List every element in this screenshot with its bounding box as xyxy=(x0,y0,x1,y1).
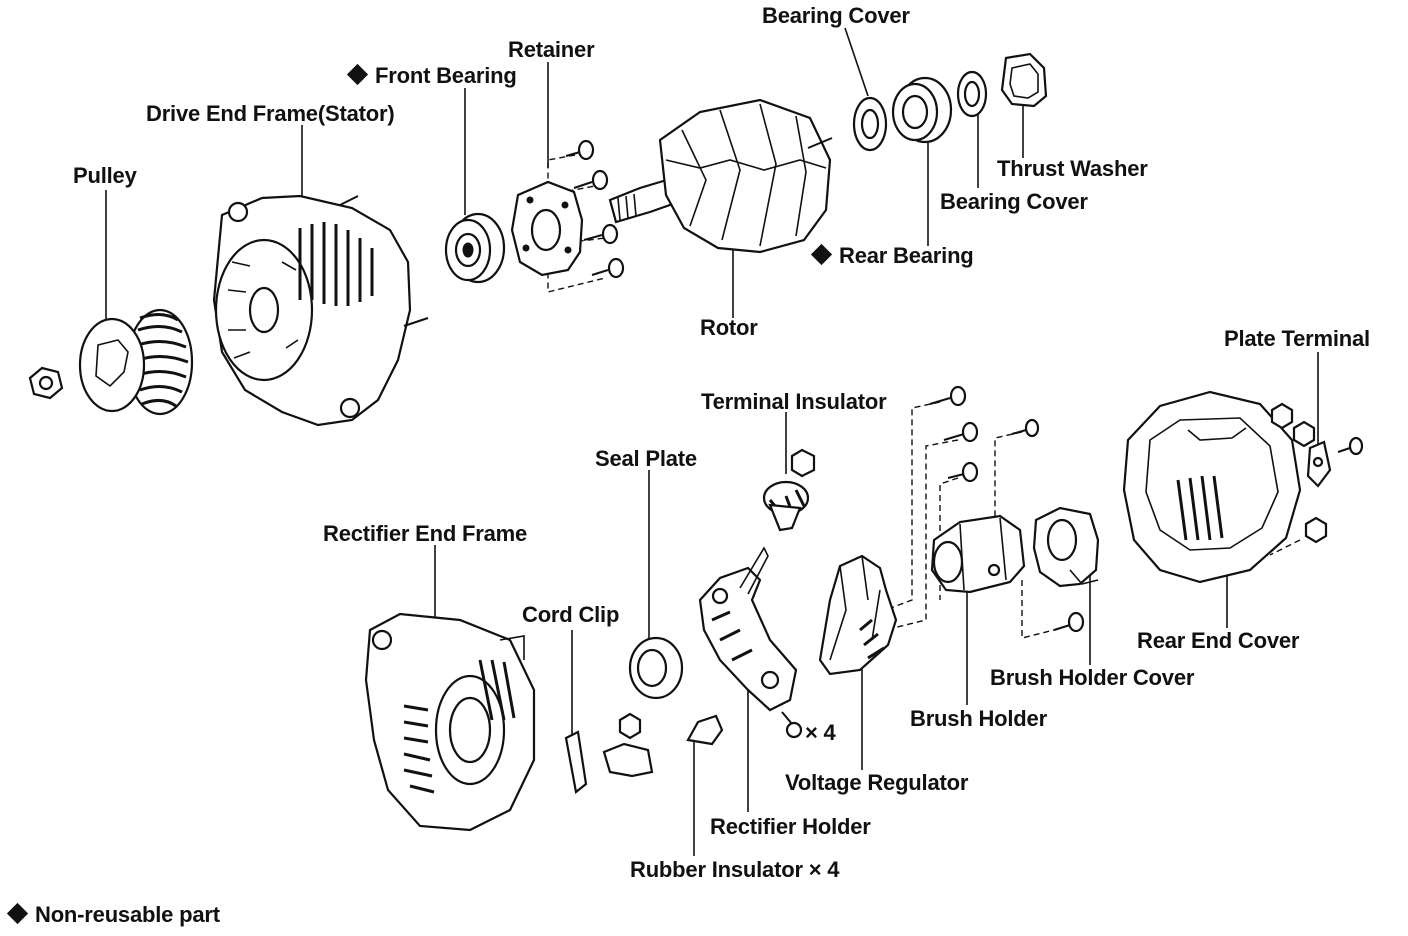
label-rotor: Rotor xyxy=(700,315,758,340)
label-rear-end-cover: Rear End Cover xyxy=(1137,628,1300,653)
clip-bracket-part xyxy=(602,712,654,778)
label-seal-plate: Seal Plate xyxy=(595,446,697,471)
front-bearing-part xyxy=(444,212,506,284)
label-rectifier-holder: Rectifier Holder xyxy=(710,814,871,839)
rectifier-holder-part xyxy=(698,546,798,712)
rear-end-cover-part xyxy=(1122,390,1302,584)
label-front-bearing-text: Front Bearing xyxy=(375,63,517,88)
non-reusable-diamond-icon xyxy=(346,63,369,86)
pulley-part xyxy=(78,308,194,416)
rectifier-end-frame-part xyxy=(364,612,536,832)
label-voltage-regulator: Voltage Regulator xyxy=(785,770,969,795)
label-bearing-cover-right: Bearing Cover xyxy=(940,189,1088,214)
plate-terminal-part xyxy=(1306,436,1364,488)
label-plate-terminal: Plate Terminal xyxy=(1224,326,1370,351)
label-brush-holder: Brush Holder xyxy=(910,706,1047,731)
bearing-cover-right-part xyxy=(956,70,988,118)
thrust-washer-part xyxy=(1000,52,1048,108)
rear-bearing-part xyxy=(891,76,953,144)
nut-part xyxy=(28,366,64,400)
label-thrust-washer: Thrust Washer xyxy=(997,156,1148,181)
retainer-screws xyxy=(565,139,625,279)
label-pulley: Pulley xyxy=(73,163,137,188)
label-rubber-insulator: Rubber Insulator × 4 xyxy=(630,857,840,882)
label-cord-clip: Cord Clip xyxy=(522,602,620,627)
non-reusable-diamond-icon xyxy=(6,902,29,925)
rotor-part xyxy=(608,98,833,254)
non-reusable-diamond-icon xyxy=(810,243,833,266)
label-bolt-qty: × 4 xyxy=(805,720,836,745)
regulator-screws xyxy=(929,385,1085,633)
seal-plate-part xyxy=(628,636,684,700)
label-rear-bearing: Rear Bearing xyxy=(810,243,974,269)
label-bearing-cover-top: Bearing Cover xyxy=(762,3,910,28)
bearing-cover-top-part xyxy=(852,96,888,152)
brush-holder-cover-part xyxy=(1032,506,1100,588)
rear-cover-nuts xyxy=(1270,402,1328,544)
label-retainer: Retainer xyxy=(508,37,595,62)
bolt-part xyxy=(781,711,803,739)
brush-holder-part xyxy=(930,514,1026,594)
legend-non-reusable-text: Non-reusable part xyxy=(35,902,220,927)
label-brush-holder-cover: Brush Holder Cover xyxy=(990,665,1195,690)
label-rectifier-end-frame: Rectifier End Frame xyxy=(323,521,528,546)
retainer-part xyxy=(510,180,584,277)
label-rear-bearing-text: Rear Bearing xyxy=(839,243,974,268)
voltage-regulator-part xyxy=(818,554,898,676)
label-drive-end-frame: Drive End Frame(Stator) xyxy=(146,101,395,126)
label-front-bearing: Front Bearing xyxy=(346,63,517,89)
rubber-insulator-part xyxy=(686,714,724,746)
drive-end-frame-part xyxy=(212,194,429,427)
label-terminal-insulator: Terminal Insulator xyxy=(701,389,887,414)
cord-clip-part xyxy=(564,730,588,795)
legend-non-reusable: Non-reusable part xyxy=(6,902,220,928)
terminal-insulator-part xyxy=(762,448,816,532)
